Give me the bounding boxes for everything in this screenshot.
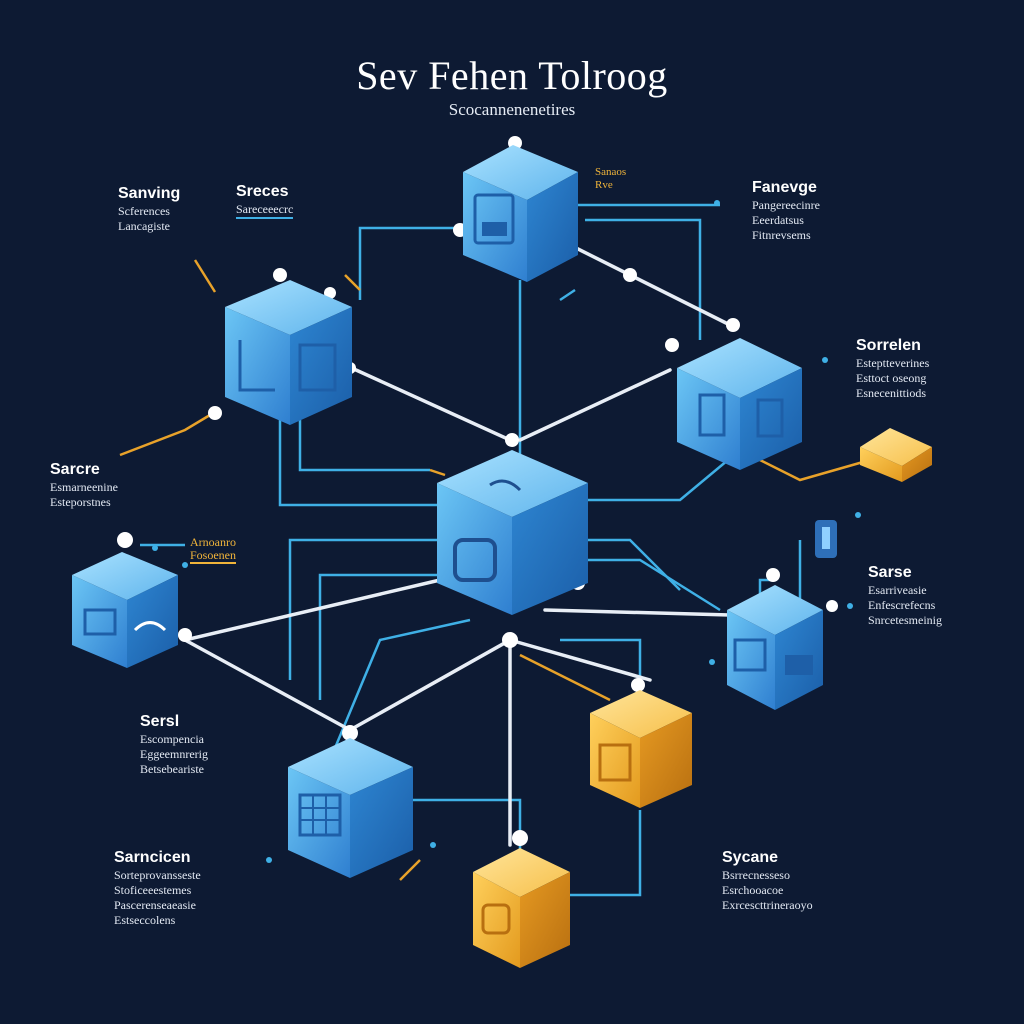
cube-far-right[interactable] xyxy=(860,428,932,482)
label-line: Enfescrefecns xyxy=(868,598,936,612)
accent-dots xyxy=(152,200,861,863)
label-line: Sareceeecrc xyxy=(236,202,294,219)
cube-top[interactable] xyxy=(463,145,578,282)
label-line: Esrchooacoe xyxy=(722,883,784,897)
cube-upper-right[interactable] xyxy=(677,338,802,470)
label-sarcre: Sarcre Esmarneenine Esteporstnes xyxy=(50,460,118,510)
plug-icon xyxy=(815,520,837,558)
tag-line: Arnoanro xyxy=(190,535,236,549)
label-head: Sanving xyxy=(118,185,181,202)
label-line: Exrcescttrineraoyo xyxy=(722,898,813,912)
label-head: Sarcre xyxy=(50,461,100,478)
label-line: Esttoct oseong xyxy=(856,371,927,385)
label-line: Esteporstnes xyxy=(50,495,111,509)
diagram-subtitle: Scocannenenetires xyxy=(448,100,576,119)
label-sreces: Sreces Sareceeecrc xyxy=(236,182,294,219)
label-line: Fitnrevsems xyxy=(752,228,811,242)
label-fanevge: Fanevge Pangereecinre Eeerdatsus Fitnrev… xyxy=(752,178,820,243)
label-line: Snrcetesmeinig xyxy=(868,613,942,627)
label-line: Eggeemnrerig xyxy=(140,747,208,761)
cube-lower-right[interactable] xyxy=(590,690,692,808)
orange-wires xyxy=(119,259,871,881)
tag-top: Sanaos Rve xyxy=(595,166,626,192)
cube-upper-left[interactable] xyxy=(225,280,352,425)
label-line: Esteptteverines xyxy=(856,356,930,370)
label-line: Eeerdatsus xyxy=(752,213,804,227)
label-line: Esmarneenine xyxy=(50,480,118,494)
blue-connectors xyxy=(140,203,802,897)
label-sorrelen: Sorrelen Esteptteverines Esttoct oseong … xyxy=(856,336,929,401)
tag-left: Arnoanro Fosoenen xyxy=(190,536,236,564)
label-head: Sersl xyxy=(140,713,180,730)
diagram-title: Sev Fehen Tolroog xyxy=(356,53,668,98)
label-line: Esnecenittiods xyxy=(856,386,926,400)
label-head: Sorrelen xyxy=(856,337,921,354)
label-sarncicen: Sarncicen Sorteprovansseste Stoficeeeste… xyxy=(114,848,201,928)
label-line: Stoficeeestemes xyxy=(114,883,192,897)
label-line: Bsrrecnesseso xyxy=(722,868,790,882)
tag-line: Sanaos xyxy=(595,166,627,178)
label-head: Sycane xyxy=(722,849,779,866)
label-sersl: Sersl Escompencia Eggeemnrerig Betsebear… xyxy=(140,712,208,777)
label-sycane: Sycane Bsrrecnesseso Esrchooacoe Exrcesc… xyxy=(722,848,813,913)
label-line: Sorteprovansseste xyxy=(114,868,201,882)
label-head: Sarncicen xyxy=(114,849,191,866)
label-line: Estseccolens xyxy=(114,913,176,927)
label-line: Esarriveasie xyxy=(868,583,927,597)
label-head: Sreces xyxy=(236,183,289,200)
label-sanving: Sanving Scferences Lancagiste xyxy=(118,184,180,234)
cube-lower-left[interactable] xyxy=(288,738,413,878)
label-head: Fanevge xyxy=(752,179,817,196)
cube-bottom[interactable] xyxy=(473,848,570,968)
label-line: Betsebeariste xyxy=(140,762,204,776)
label-line: Lancagiste xyxy=(118,219,170,233)
white-connectors xyxy=(183,238,732,847)
label-line: Escompencia xyxy=(140,732,204,746)
label-line: Scferences xyxy=(118,204,170,218)
cube-left[interactable] xyxy=(72,552,178,668)
label-head: Sarse xyxy=(868,564,912,581)
tag-line: Fosoenen xyxy=(190,548,236,562)
cube-center[interactable] xyxy=(437,450,588,615)
label-line: Pangereecinre xyxy=(752,198,820,212)
label-sarse: Sarse Esarriveasie Enfescrefecns Snrcete… xyxy=(868,563,942,628)
label-line: Pascerenseaeasie xyxy=(114,898,196,912)
tag-line: Rve xyxy=(595,179,613,191)
cube-right[interactable] xyxy=(727,585,823,710)
